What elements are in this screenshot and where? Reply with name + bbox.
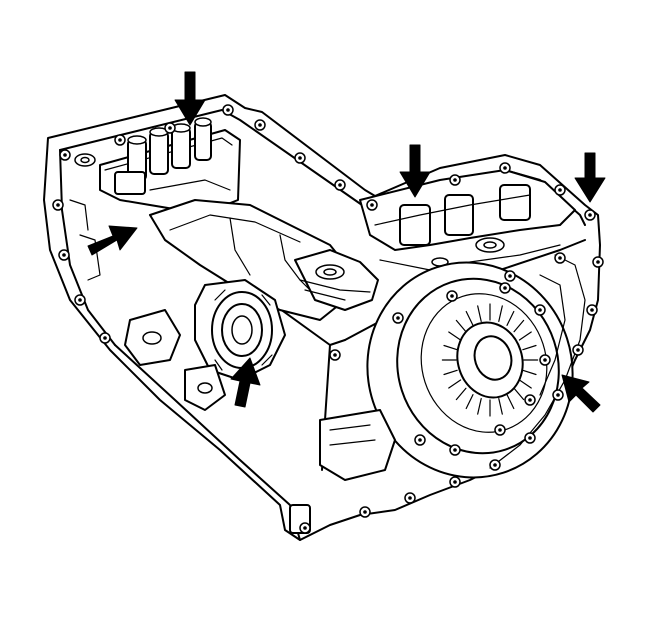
callout-arrow <box>87 225 138 256</box>
right-bore <box>366 261 574 479</box>
case-bolt-holes <box>52 104 604 534</box>
callout-arrow <box>174 71 206 126</box>
side-flange <box>489 254 586 469</box>
callout-arrow <box>399 144 431 198</box>
left-bore <box>194 279 286 381</box>
center-cavity <box>149 199 379 321</box>
lower-left-mounts <box>69 199 226 411</box>
callout-arrows <box>87 71 606 413</box>
callout-arrow <box>230 357 261 408</box>
callout-arrow <box>561 374 601 413</box>
callout-arrow <box>574 152 606 203</box>
